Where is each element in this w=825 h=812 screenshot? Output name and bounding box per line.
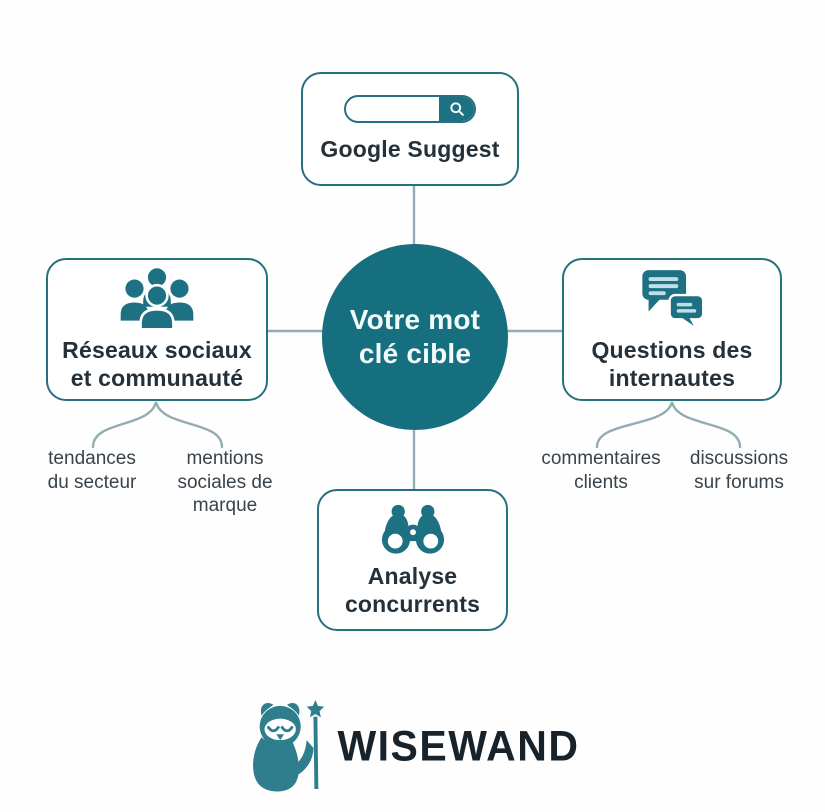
branch-connector-left <box>91 401 224 449</box>
central-keyword-node: Votre mot clé cible <box>322 244 508 430</box>
node-google-suggest: Google Suggest <box>301 72 519 186</box>
node-label-analyse-concurrents: Analyse concurrents <box>344 563 481 617</box>
binoculars-icon <box>381 505 444 555</box>
search-button-icon <box>439 96 474 121</box>
node-reseaux-sociaux: Réseaux sociaux et communauté <box>46 258 268 401</box>
node-label-reseaux-sociaux: Réseaux sociaux et communauté <box>62 337 252 391</box>
sublabel-tendances-secteur: tendances du secteur <box>47 448 137 493</box>
owl-wand-icon <box>253 700 325 792</box>
chat-bubbles-icon <box>642 270 705 331</box>
brand-wordmark: WISEWAND <box>337 721 580 770</box>
sublabel-discussions-forums: discussions sur forums <box>689 448 789 493</box>
node-label-google-suggest: Google Suggest <box>320 135 500 162</box>
search-bar-icon <box>344 94 476 123</box>
people-group-icon <box>120 268 194 331</box>
node-label-questions-internautes: Questions des internautes <box>591 337 753 391</box>
branch-connector-right <box>595 401 742 449</box>
sublabel-mentions-sociales: mentions sociales de marque <box>177 448 273 517</box>
central-keyword-label: Votre mot clé cible <box>349 304 481 369</box>
sublabel-commentaires-clients: commentaires clients <box>541 448 661 493</box>
node-analyse-concurrents: Analyse concurrents <box>317 489 508 631</box>
brand-logo: WISEWAND <box>0 696 825 796</box>
magnifier-icon <box>449 102 464 116</box>
node-questions-internautes: Questions des internautes <box>562 258 782 401</box>
